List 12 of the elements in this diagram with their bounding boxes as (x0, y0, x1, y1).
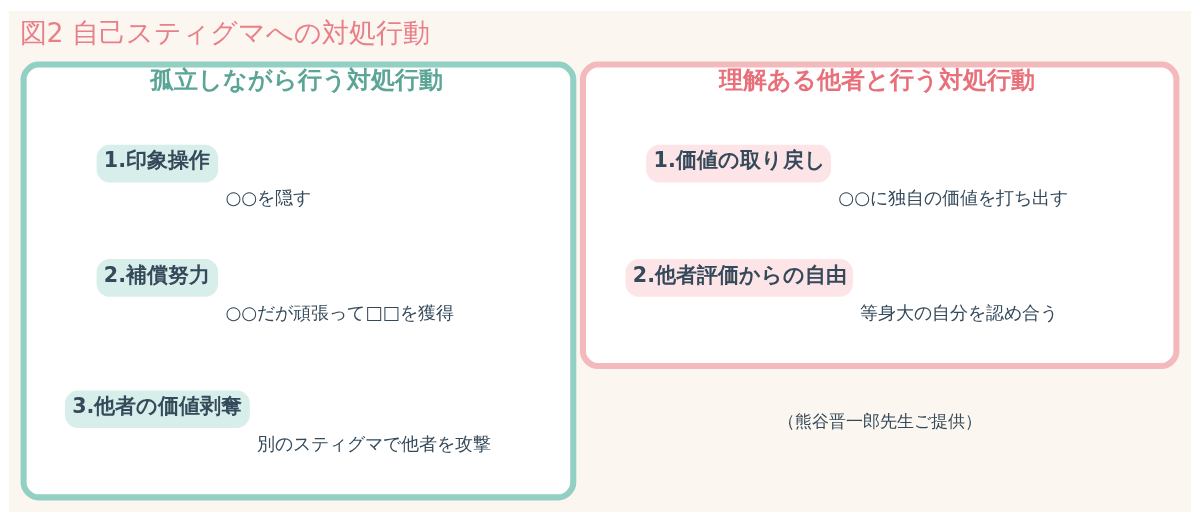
caption: （熊谷晋一郎先生ご提供） (777, 410, 982, 431)
node-label: ○○を隠す (225, 186, 312, 208)
node-box: 2.他者評価からの自由 (625, 258, 853, 297)
node-label: 別のスティグマで他者を攻撃 (257, 432, 492, 454)
node-box: 1.価値の取り戻し (646, 144, 832, 182)
node-label: ○○だが頑張って□□を獲得 (225, 301, 454, 323)
node-label: ○○に独自の価値を打ち出す (838, 186, 1069, 208)
diagram-title: 図2 自己スティグマへの対処行動 (19, 16, 431, 48)
node-label: 等身大の自分を認め合う (860, 301, 1059, 323)
node-box: 2.補償努力 (96, 258, 219, 297)
node-box: 1.印象操作 (96, 144, 219, 182)
node-box: 3.他者の価値剥奪 (64, 389, 250, 428)
